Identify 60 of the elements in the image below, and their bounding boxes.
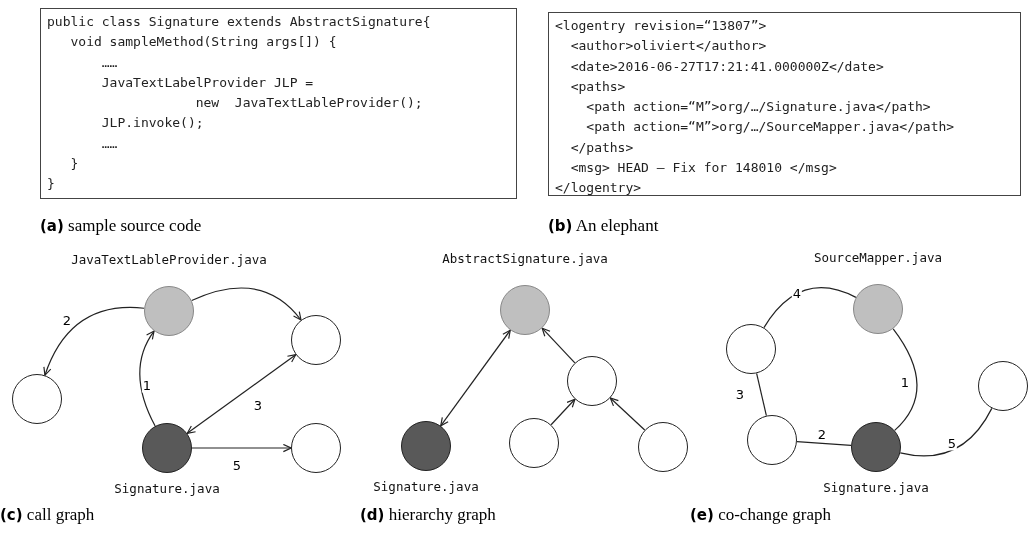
code-line: …… — [100, 134, 119, 153]
arrow — [191, 443, 292, 453]
code-line: public class Signature extends AbstractSignature{ — [47, 13, 432, 31]
connector-line — [892, 328, 918, 431]
file-name-label: SourceMapper.java — [814, 250, 942, 265]
connector-line — [796, 441, 852, 446]
subfigure-caption: (e) co-change graph — [690, 505, 831, 525]
graph-node-circle — [291, 315, 341, 365]
code-line: </paths> — [569, 138, 635, 157]
code-line: JavaTextLabelProvider JLP = — [100, 73, 315, 92]
graph-node-circle — [851, 422, 901, 472]
code-line: } — [47, 175, 56, 194]
graph-node-circle — [142, 423, 192, 473]
graph-node-circle — [509, 418, 559, 468]
arrow — [550, 398, 576, 426]
subfigure-caption: (a) sample source code — [40, 216, 202, 236]
connector-line — [756, 372, 767, 417]
connector-line — [763, 287, 857, 329]
graph-node-circle — [12, 374, 62, 424]
file-name-label: Signature.java — [823, 480, 929, 495]
subfigure-caption: (c) call graph — [0, 505, 95, 525]
file-name-label: Signature.java — [114, 481, 220, 496]
graph-node-circle — [500, 285, 550, 335]
code-line: <msg> HEAD – Fix for 148010 </msg> — [569, 159, 838, 178]
arrow — [440, 329, 511, 427]
code-line: <paths> — [569, 77, 627, 96]
graph-node-circle — [638, 422, 688, 472]
graph-node-circle — [978, 361, 1028, 411]
arrow — [186, 354, 297, 434]
code-line: <date>2016-06-27T17:21:41.000000Z</date> — [569, 57, 885, 76]
code-line: …… — [100, 53, 119, 72]
code-line: } — [69, 155, 80, 174]
graph-node-circle — [144, 286, 194, 336]
code-line: <logentry revision=“13807”> — [555, 17, 768, 35]
file-name-label: JavaTextLableProvider.java — [71, 252, 267, 267]
arrow — [609, 397, 646, 431]
file-name-label: AbstractSignature.java — [442, 251, 608, 266]
code-line: </logentry> — [555, 179, 643, 198]
arrow — [541, 327, 576, 364]
graph-node-circle — [291, 423, 341, 473]
code-line: <path action=“M”>org/…/SourceMapper.java</path> — [585, 118, 956, 137]
connector-line — [899, 407, 993, 457]
arrow — [139, 330, 156, 427]
code-line: <author>oliviert</author> — [569, 37, 768, 56]
subfigure-caption: (d) hierarchy graph — [360, 505, 496, 525]
code-line: new JavaTextLableProvider(); — [194, 94, 424, 113]
source-code-box — [40, 8, 517, 199]
graph-node-circle — [747, 415, 797, 465]
graph-node-circle — [726, 324, 776, 374]
code-line: <path action=“M”>org/…/Signature.java</path> — [585, 98, 932, 117]
arrow — [191, 287, 302, 321]
log-entry-box — [548, 12, 1021, 196]
graph-node-circle — [853, 284, 903, 334]
arrow — [43, 306, 145, 376]
file-name-label: Signature.java — [373, 479, 479, 494]
graph-node-circle — [567, 356, 617, 406]
code-line: JLP.invoke(); — [100, 114, 205, 133]
code-line: void sampleMethod(String args[]) { — [69, 33, 338, 52]
graph-node-circle — [401, 421, 451, 471]
subfigure-caption: (b) An elephant — [548, 216, 659, 236]
